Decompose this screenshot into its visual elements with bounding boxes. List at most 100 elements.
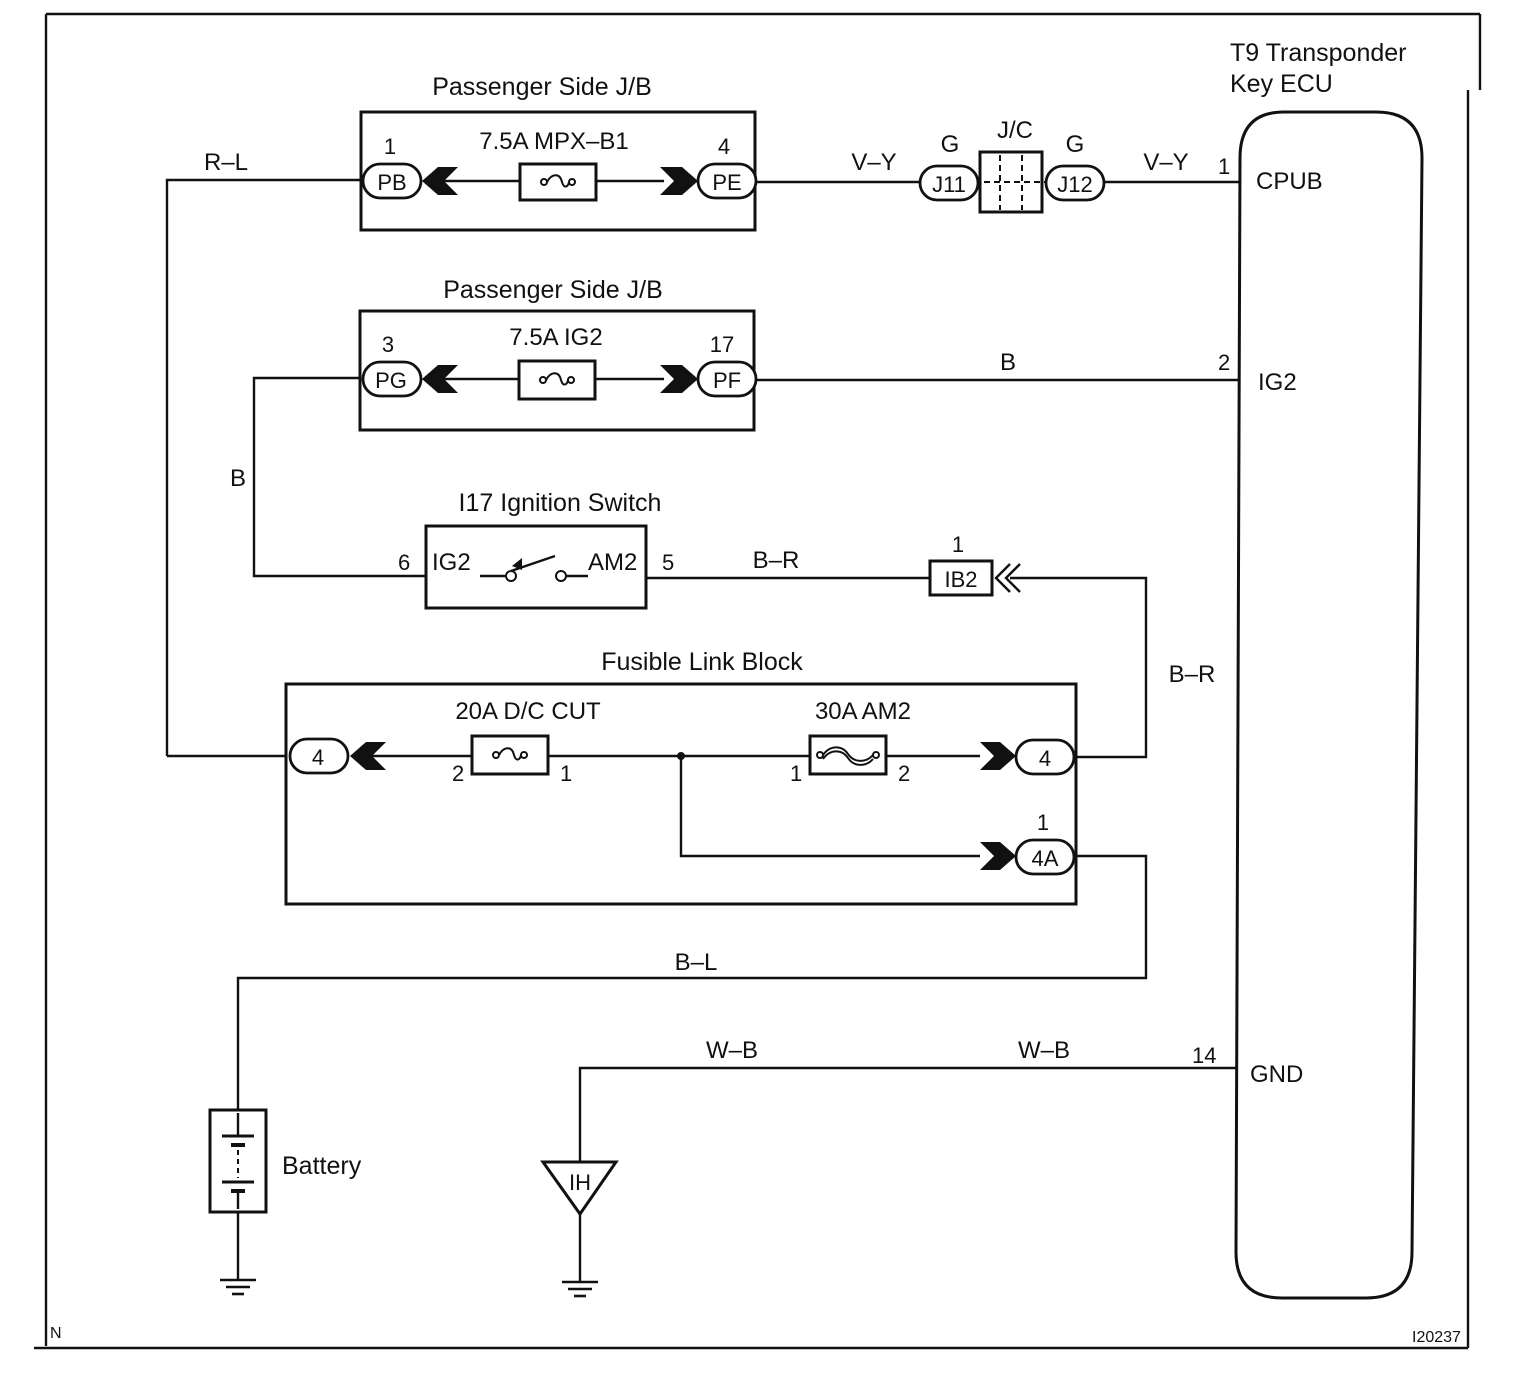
- jc-left-color: G: [941, 131, 960, 158]
- ecu-terminal-cpub: CPUB: [1256, 168, 1323, 195]
- ih-label: IH: [569, 1170, 591, 1195]
- jc-connector-j11: [918, 164, 980, 202]
- jb2-pin-right: 17: [710, 332, 734, 357]
- wire-b-l: [236, 854, 1148, 1110]
- wire-label-v-y-right: V–Y: [1143, 149, 1188, 176]
- fuse-dc-cut-pin-b: 1: [560, 761, 572, 786]
- fuse-am2-label: 30A AM2: [815, 698, 911, 725]
- wire-label-r-l: R–L: [204, 149, 248, 176]
- jb1-arrow-right: [660, 167, 698, 195]
- ecu-terminal-ig2: IG2: [1258, 369, 1297, 396]
- ignition-terminal-am2: AM2: [588, 549, 637, 576]
- fuse-dc-cut-label: 20A D/C CUT: [455, 698, 601, 725]
- ground-symbol-ih-icon: [562, 1280, 598, 1298]
- jc-connector-j11-label: J11: [932, 172, 966, 197]
- ground-point-ih: IH: [540, 1160, 619, 1217]
- jb2-arrow-left: [422, 365, 458, 393]
- jb1-fuse-label: 7.5A MPX–B1: [479, 128, 628, 155]
- jc-right-color: G: [1066, 131, 1085, 158]
- ignition-terminal-ig2: IG2: [432, 549, 471, 576]
- ignition-pin-right: 5: [662, 550, 674, 575]
- jc-box: [978, 150, 1044, 214]
- wire-label-w-b-left: W–B: [706, 1037, 758, 1064]
- ecu-pin-gnd: 14: [1192, 1043, 1216, 1068]
- fuse-dc-cut-pin-a: 2: [452, 761, 464, 786]
- jc-connector-j12: [1044, 164, 1106, 202]
- fusible-box: [284, 682, 1078, 906]
- wire-w-b: [578, 1066, 1240, 1282]
- ignition-title: I17 Ignition Switch: [459, 489, 662, 517]
- battery-label: Battery: [282, 1152, 362, 1180]
- jb1-connector-pe-label: PE: [712, 170, 741, 195]
- jb2-arrow-right: [660, 365, 698, 393]
- junction-connector: J/C G J11 G J12: [918, 117, 1106, 214]
- fuse-am2-pin-a: 1: [790, 761, 802, 786]
- ignition-contact-right: [555, 570, 567, 582]
- jb1-connector-pe: [696, 162, 758, 200]
- jb2-connector-pf-label: PF: [713, 368, 741, 393]
- jb2-connector-pg: [361, 360, 423, 398]
- jb2-title: Passenger Side J/B: [443, 276, 663, 304]
- ih-triangle-icon: [540, 1160, 619, 1217]
- jc-connector-j12-label: J12: [1057, 172, 1092, 197]
- fusible-4a-pin: 1: [1037, 810, 1049, 835]
- ib2-label: IB2: [944, 567, 977, 592]
- fuse-am2-pin-b: 2: [898, 761, 910, 786]
- battery: Battery: [208, 1108, 362, 1214]
- jb2-connector-pf: [696, 360, 758, 398]
- figure-id: I20237: [1412, 1329, 1461, 1346]
- ground-symbol-battery-icon: [220, 1278, 256, 1296]
- ecu-terminal-gnd: GND: [1250, 1061, 1303, 1088]
- fusible-connector-left-label: 4: [312, 745, 324, 770]
- ecu-pin-ig2: 2: [1218, 350, 1230, 375]
- fusible-connector-left: [288, 737, 350, 775]
- fusible-arrow-4a: [980, 842, 1016, 870]
- corner-mark: N: [50, 1325, 62, 1342]
- fusible-connector-right: [1014, 738, 1076, 776]
- wire-b-ignition: [252, 376, 426, 578]
- wire-label-b-top: B: [1000, 349, 1016, 376]
- fusible-connector-4a-label: 4A: [1032, 846, 1059, 871]
- jb1-fuse: [518, 162, 598, 202]
- ecu-title-line2: Key ECU: [1230, 70, 1333, 98]
- fuse-dc-cut: [470, 734, 550, 776]
- passenger-jb-ig2: Passenger Side J/B 7.5A IG2 3 PG 17 PF: [358, 276, 758, 432]
- ignition-box: [424, 524, 648, 610]
- wire-label-w-b-right: W–B: [1018, 1037, 1070, 1064]
- ecu-body: [1234, 110, 1424, 1300]
- wire-label-b-left: B: [230, 465, 246, 492]
- passenger-jb-mpx: Passenger Side J/B 7.5A MPX–B1 1 PB 4 PE: [359, 73, 758, 232]
- jb1-connector-pb: [361, 162, 423, 200]
- ib2-pin: 1: [952, 532, 964, 557]
- fusible-connector-right-label: 4: [1039, 746, 1051, 771]
- jb1-pin-right: 4: [718, 134, 730, 159]
- jb2-pin-left: 3: [382, 332, 394, 357]
- fusible-link-block: Fusible Link Block 20A D/C CUT 2 1 30A A…: [284, 648, 1078, 906]
- fusible-arrow-right: [980, 742, 1016, 770]
- diagram-frame: [34, 12, 1482, 1350]
- wire-label-b-l: B–L: [675, 949, 718, 976]
- ecu-pin-cpub: 1: [1218, 154, 1230, 179]
- wire-r-l: [165, 178, 363, 758]
- jb1-pin-left: 1: [384, 134, 396, 159]
- connector-ib2: 1 IB2: [928, 532, 1021, 597]
- jb2-fuse-label: 7.5A IG2: [509, 324, 602, 351]
- wire-label-v-y-left: V–Y: [851, 149, 896, 176]
- jb2-connector-pg-label: PG: [375, 368, 407, 393]
- fusible-connector-4a: [1014, 838, 1076, 876]
- wire-label-b-r-right: B–R: [1169, 661, 1216, 688]
- ib2-box: [928, 559, 994, 597]
- fusible-arrow-left: [350, 742, 386, 770]
- transponder-key-ecu: T9 Transponder Key ECU 1 CPUB 2 IG2 14 G…: [1192, 39, 1424, 1300]
- jb1-title: Passenger Side J/B: [432, 73, 652, 101]
- ignition-pin-left: 6: [398, 550, 410, 575]
- jb1-arrow-left: [422, 167, 458, 195]
- jc-title: J/C: [997, 117, 1033, 144]
- ignition-switch: I17 Ignition Switch 6 IG2 AM2 5: [398, 489, 674, 610]
- wire-label-b-r-mid: B–R: [753, 547, 800, 574]
- ecu-title-line1: T9 Transponder: [1230, 39, 1407, 67]
- jb2-fuse: [517, 359, 597, 401]
- jb1-connector-pb-label: PB: [377, 170, 406, 195]
- wire-b-r: [646, 576, 1148, 759]
